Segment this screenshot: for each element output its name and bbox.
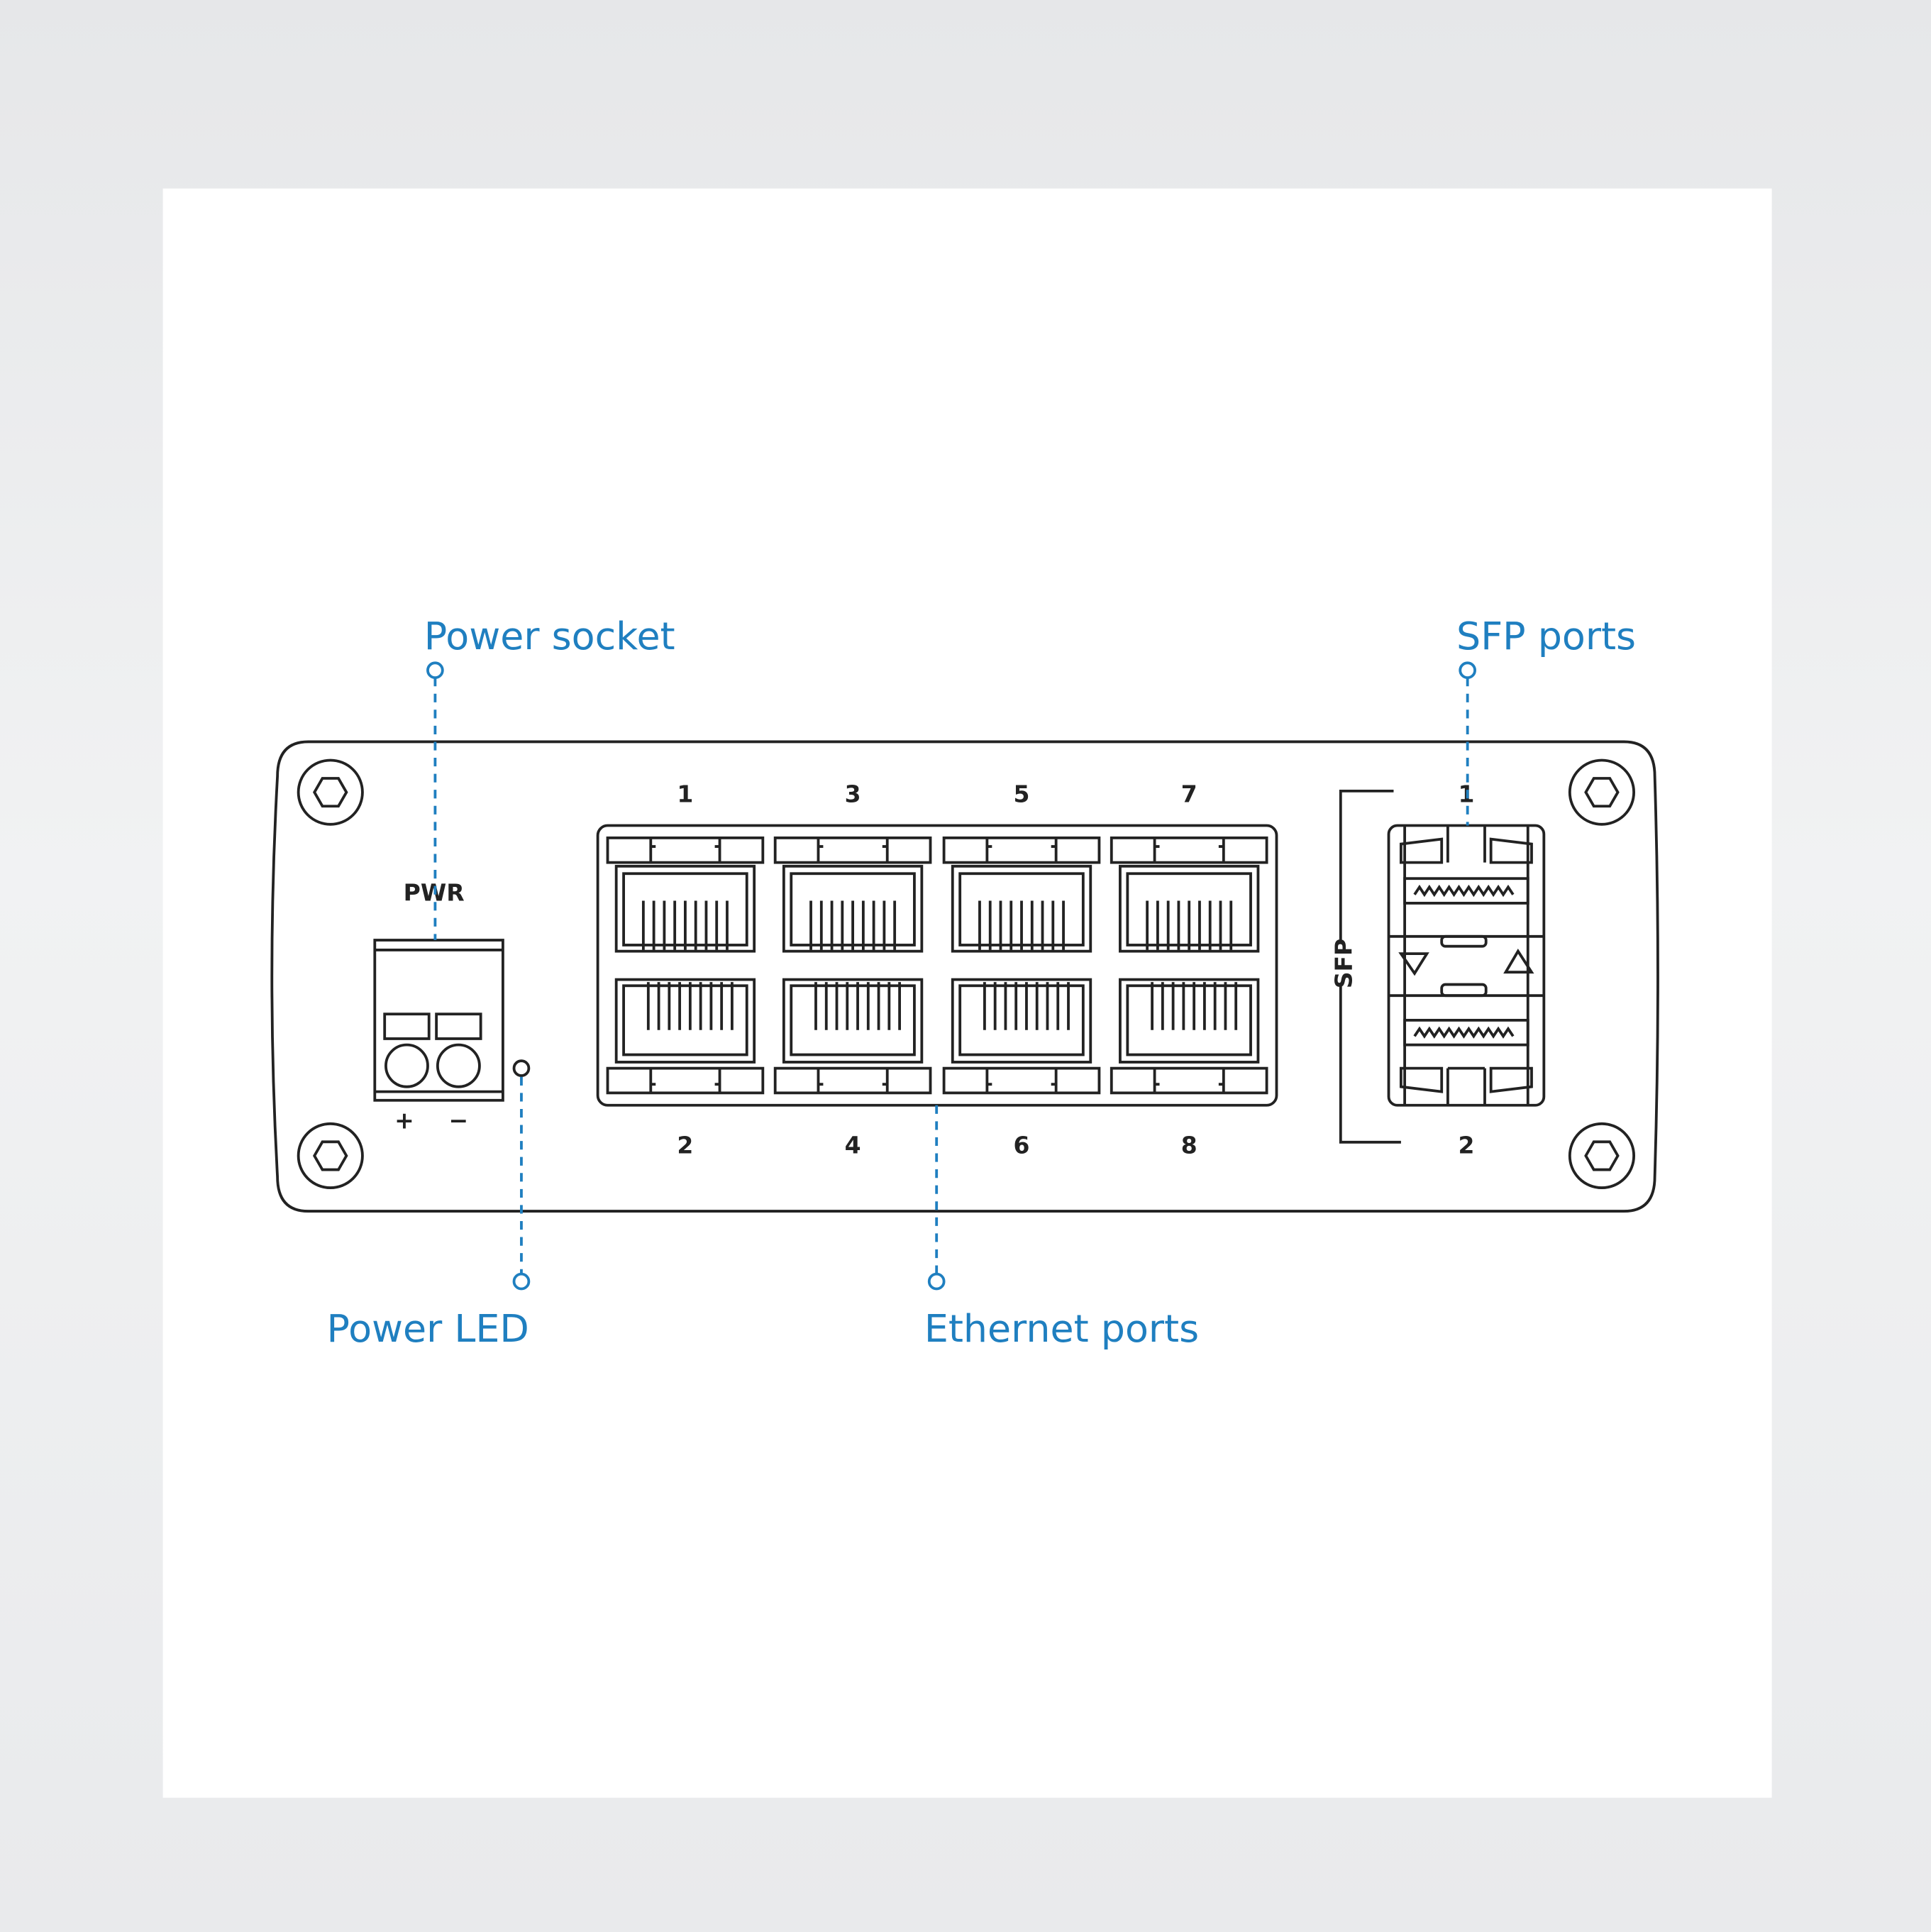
- callout-sfp-ports: SFP ports: [1456, 614, 1636, 826]
- callout-label: Power LED: [327, 1306, 529, 1351]
- callout-label: Ethernet ports: [924, 1306, 1199, 1351]
- port-number: 4: [845, 1131, 861, 1159]
- screw: [297, 1122, 364, 1189]
- jack-opening: [782, 978, 924, 1064]
- mounting-screws: [297, 758, 1636, 1189]
- callout-power-led: Power LED: [327, 1076, 531, 1351]
- jack-opening: [614, 864, 756, 953]
- port-clip: [1110, 1066, 1268, 1095]
- rj45-port: [606, 978, 765, 1095]
- jack-opening: [1119, 864, 1260, 953]
- port-clip: [606, 1066, 765, 1095]
- hex-socket-icon: [312, 777, 348, 808]
- jack-opening: [951, 978, 1092, 1064]
- port-clip: [773, 1066, 932, 1095]
- callout-label: SFP ports: [1456, 614, 1636, 658]
- port-clip: [1110, 836, 1268, 864]
- rj45-port: [942, 978, 1101, 1095]
- hex-socket-icon: [312, 1140, 348, 1171]
- screw: [1568, 1122, 1636, 1189]
- rj45-port: [942, 836, 1101, 953]
- up-triangle-icon: [1503, 949, 1534, 974]
- power-led: [512, 1059, 531, 1077]
- minus-terminal-label: −: [449, 1107, 469, 1135]
- port-number: 3: [845, 780, 861, 808]
- ethernet-ports: [606, 836, 1268, 1095]
- port-clip: [942, 1066, 1101, 1095]
- callout-power-socket: Power socket: [424, 614, 675, 941]
- port-number: 7: [1181, 780, 1197, 808]
- screw: [297, 758, 364, 826]
- sfp-port-number: 2: [1458, 1131, 1474, 1159]
- screw-ring: [297, 758, 364, 826]
- screw-ring: [1568, 1122, 1636, 1189]
- down-triangle-icon: [1398, 952, 1429, 976]
- port-number: 2: [677, 1131, 693, 1159]
- port-clip: [942, 836, 1101, 864]
- jack-opening: [1119, 978, 1260, 1064]
- rj45-port: [1110, 836, 1268, 953]
- screw: [1568, 758, 1636, 826]
- hex-socket-icon: [1584, 777, 1620, 808]
- screw-ring: [1568, 758, 1636, 826]
- callout-label: Power socket: [424, 614, 675, 658]
- hex-socket-icon: [1584, 1140, 1620, 1171]
- callout-ethernet-ports: Ethernet ports: [924, 1105, 1199, 1351]
- port-clip: [606, 836, 765, 864]
- sfp-label: SFP: [1329, 939, 1357, 988]
- port-number: 8: [1181, 1131, 1197, 1159]
- rj45-port: [773, 978, 932, 1095]
- sfp-cage: [1387, 824, 1546, 1107]
- rj45-port: [606, 836, 765, 953]
- port-number: 1: [677, 780, 693, 808]
- rj45-port: [1110, 978, 1268, 1095]
- jack-opening: [782, 864, 924, 953]
- port-number: 6: [1014, 1131, 1030, 1159]
- jack-opening: [614, 978, 756, 1064]
- power-socket: [373, 939, 504, 1102]
- sfp-bracket: [1339, 789, 1401, 1144]
- device-panel: [270, 740, 1659, 1213]
- jack-opening: [951, 864, 1092, 953]
- plus-terminal-label: +: [394, 1107, 414, 1135]
- screw-ring: [297, 1122, 364, 1189]
- port-clip: [773, 836, 932, 864]
- port-number: 5: [1014, 780, 1030, 808]
- rj45-port: [773, 836, 932, 953]
